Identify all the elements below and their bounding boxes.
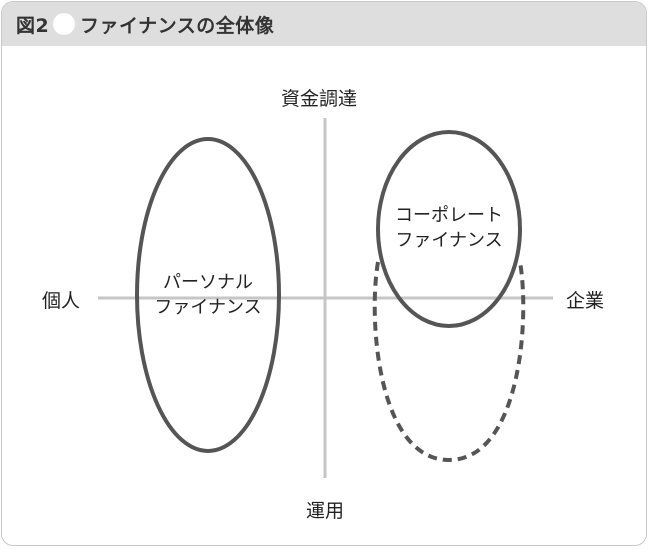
bullet-dot-icon <box>53 13 75 35</box>
corporate-finance-ellipse <box>376 130 522 328</box>
figure-number: 図2 <box>16 15 50 37</box>
corporate-finance-line1: コーポレート <box>395 205 503 226</box>
personal-finance-label: パーソナル ファイナンス <box>143 270 273 320</box>
figure-title: ファイナンスの全体像 <box>80 15 275 37</box>
figure-header: 図2 ファイナンスの全体像 <box>2 2 646 46</box>
axis-label-investment: 運用 <box>306 500 345 522</box>
axis-label-individual: 個人 <box>42 290 81 312</box>
personal-finance-ellipse <box>135 137 281 453</box>
axis-label-funding: 資金調達 <box>281 88 358 110</box>
axis-label-company: 企業 <box>566 290 605 312</box>
corporate-finance-label: コーポレート ファイナンス <box>384 203 514 253</box>
corporate-investment-dashed-curve <box>372 261 526 463</box>
corporate-finance-line2: ファイナンス <box>395 230 503 251</box>
personal-finance-line1: パーソナル <box>163 272 253 293</box>
personal-finance-line2: ファイナンス <box>154 297 262 318</box>
